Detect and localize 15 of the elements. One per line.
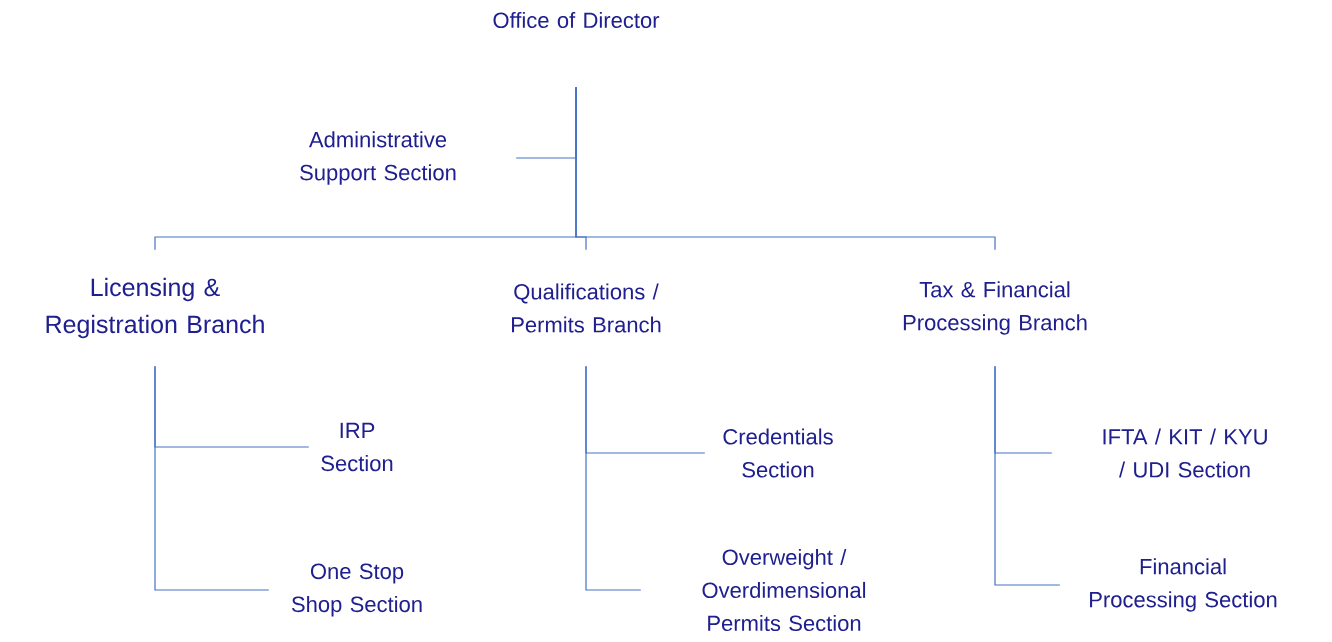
unit-label: IRP Section [321, 422, 393, 472]
unit-label: One Stop Shop Section [291, 563, 422, 617]
unit-label: Financial Processing Section [1090, 558, 1277, 612]
unit-label: Office of Director [493, 11, 660, 29]
connector-line [575, 86, 996, 251]
unit-label: Credentials Section [723, 428, 833, 478]
unit-label: IFTA / KIT / KYU / UDI Section [1103, 428, 1267, 478]
unit-label: Overweight / Overdimensional Permits Section [702, 548, 866, 632]
unit-label: Qualifications / Permits Branch [512, 283, 661, 333]
unit-label: Licensing & Registration Branch [46, 277, 264, 339]
connector-line [994, 365, 1061, 586]
connector-line [585, 365, 642, 591]
unit-label: Tax & Financial Processing Branch [903, 281, 1087, 335]
unit-label: Administrative Support Section [300, 131, 456, 185]
connector-line [154, 365, 270, 591]
